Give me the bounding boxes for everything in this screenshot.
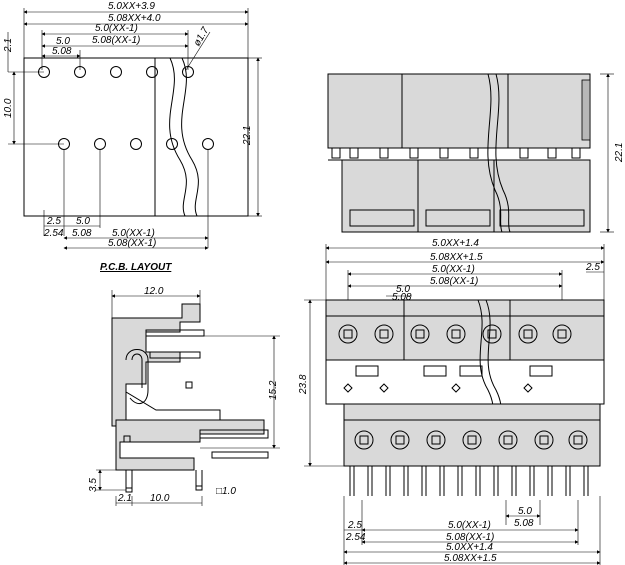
dim-height: 22.1 — [242, 126, 253, 146]
front-right-off: 2.5 — [585, 262, 600, 273]
profile-base: 3.5 — [88, 478, 99, 492]
front-lower-screws — [354, 430, 588, 450]
front-top-span-a: 5.0(XX-1) — [432, 264, 475, 275]
front-middle-slots — [343, 365, 553, 393]
front-bot-left-a: 2.5 — [347, 520, 362, 531]
front-bot-pitch-a: 5.0 — [518, 506, 532, 517]
dim-overall-a: 5.0XX+3.9 — [108, 1, 155, 12]
dim-bot-span-b: 5.08(XX-1) — [108, 238, 156, 249]
profile-offset: 2.1 — [117, 493, 132, 504]
front-top-pitch-a: 5.0 — [396, 284, 410, 295]
profile-pin: □1.0 — [216, 486, 236, 497]
front-height: 23.8 — [298, 374, 309, 395]
side-teeth — [331, 148, 581, 159]
side-dim-height: 22.1 — [614, 143, 625, 163]
dim-top-pitch-b: 5.08(XX-1) — [92, 35, 140, 46]
pcb-layout-view: 5.0XX+3.9 5.08XX+4.0 5.0(XX-1) 5.08(XX-1… — [3, 1, 262, 273]
pcb-layout-title: P.C.B. LAYOUT — [100, 262, 172, 273]
dim-top-pitch-a: 5.0(XX-1) — [95, 23, 138, 34]
front-top-overall-a: 5.0XX+1.4 — [432, 238, 479, 249]
profile-height: 15.2 — [268, 380, 279, 400]
dim-bot-span-a: 5.0(XX-1) — [112, 228, 155, 239]
dim-overall-b: 5.08XX+4.0 — [108, 13, 161, 24]
front-bot-pitch-b: 5.08 — [514, 518, 534, 529]
side-view: 22.1 — [327, 73, 625, 233]
front-top-overall-b: 5.08XX+1.5 — [430, 252, 483, 263]
front-view: 5.0XX+1.4 5.08XX+1.5 5.0(XX-1) 5.08(XX-1… — [298, 238, 605, 565]
dim-bot-pitch-b: 5.08 — [72, 228, 92, 239]
front-bot-span-a: 5.0(XX-1) — [448, 520, 491, 531]
hole-row-top — [38, 66, 194, 78]
front-top-span-b: 5.08(XX-1) — [430, 276, 478, 287]
dim-bot-pitch-a: 5.0 — [76, 216, 90, 227]
dim-left-b: 2.54 — [43, 228, 64, 239]
front-upper-screws — [338, 324, 572, 344]
front-bot-span-b: 5.08(XX-1) — [446, 532, 494, 543]
profile-width: 12.0 — [144, 286, 164, 297]
hole-row-bottom — [58, 138, 214, 150]
dim-pitch-a: 5.0 — [56, 36, 70, 47]
front-pins — [349, 466, 589, 496]
profile-depth: 10.0 — [150, 493, 170, 504]
dim-left-a: 2.5 — [46, 216, 61, 227]
front-top-pitch-b: 5.08 — [392, 292, 412, 303]
dim-offset-top: 2.1 — [3, 38, 14, 53]
dim-row-gap: 10.0 — [3, 98, 14, 118]
front-bot-overall-a: 5.0XX+1.4 — [446, 542, 493, 553]
front-bot-left-b: 2.54 — [345, 532, 366, 543]
dim-pitch-b: 5.08 — [52, 46, 72, 57]
profile-view: 12.0 15.2 3.5 — [88, 286, 280, 506]
front-bot-overall-b: 5.08XX+1.5 — [444, 553, 497, 564]
